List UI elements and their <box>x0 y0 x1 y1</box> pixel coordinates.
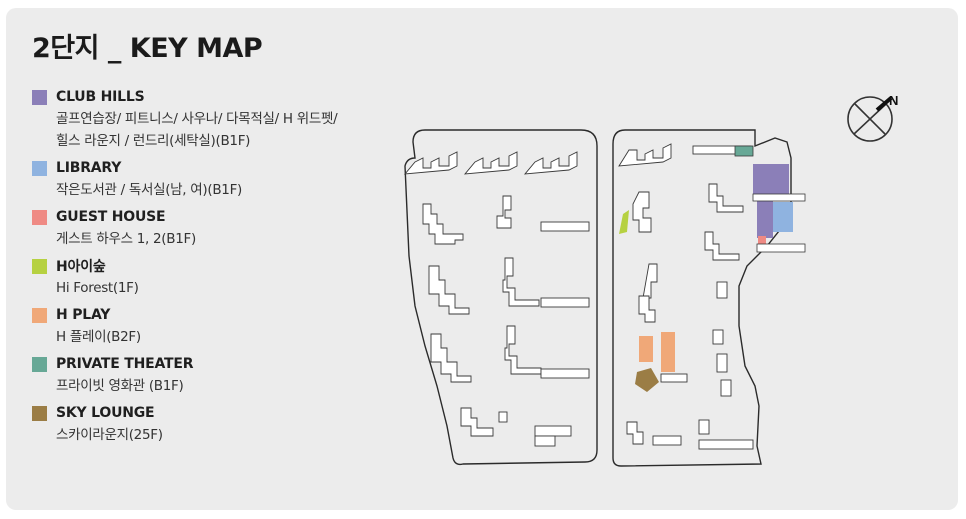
legend-desc: 힐스 라운지 / 런드리(세탁실)(B1F) <box>56 133 251 149</box>
page-title: 2단지 _ KEY MAP <box>32 33 263 64</box>
legend-name: SKY LOUNGE <box>56 405 155 421</box>
legend: CLUB HILLS 골프연습장/ 피트니스/ 사우나/ 다목적실/ H 위드펫… <box>32 86 392 451</box>
compass-label: N <box>889 93 898 108</box>
map-sky-lounge <box>635 368 659 392</box>
legend-item-private-theater: PRIVATE THEATER 프라이빗 영화관 (B1F) <box>32 353 392 397</box>
legend-swatch-club-hills <box>32 89 47 105</box>
legend-item-sky-lounge: SKY LOUNGE 스카이라운지(25F) <box>32 402 392 446</box>
map-h-forest <box>619 210 629 234</box>
legend-swatch-private-theater <box>32 356 47 372</box>
key-map-card <box>6 8 958 510</box>
north-arrow-icon: N <box>847 93 898 142</box>
map-guest-house <box>758 236 766 244</box>
site-boundary-left <box>404 129 598 466</box>
legend-desc: Hi Forest(1F) <box>56 280 139 296</box>
legend-desc: 골프연습장/ 피트니스/ 사우나/ 다목적실/ H 위드펫/ <box>56 111 338 127</box>
legend-desc: 스카이라운지(25F) <box>56 427 163 443</box>
map-club-hills <box>753 164 789 198</box>
site-map: N <box>403 93 898 467</box>
buildings-left <box>403 151 590 447</box>
legend-desc: H 플레이(B2F) <box>56 329 141 345</box>
legend-swatch-h-forest <box>32 258 47 274</box>
legend-item-guest-house: GUEST HOUSE 게스트 하우스 1, 2(B1F) <box>32 206 392 250</box>
legend-desc: 게스트 하우스 1, 2(B1F) <box>56 231 196 247</box>
legend-name: H아이숲 <box>56 259 106 275</box>
map-private-theater <box>734 145 754 157</box>
legend-name: GUEST HOUSE <box>56 209 166 225</box>
legend-swatch-library <box>32 160 47 176</box>
map-h-play-a <box>639 336 653 362</box>
map-h-play-b <box>661 332 675 372</box>
legend-swatch-sky-lounge <box>32 405 47 421</box>
buildings-right <box>618 143 806 450</box>
legend-desc: 작은도서관 / 독서실(남, 여)(B1F) <box>56 182 242 198</box>
legend-name: CLUB HILLS <box>56 89 145 105</box>
legend-desc: 프라이빗 영화관 (B1F) <box>56 378 184 394</box>
legend-name: LIBRARY <box>56 160 122 176</box>
map-library <box>773 202 793 232</box>
map-club-hills-annex <box>757 198 773 238</box>
legend-item-library: LIBRARY 작은도서관 / 독서실(남, 여)(B1F) <box>32 157 392 201</box>
legend-item-club-hills: CLUB HILLS 골프연습장/ 피트니스/ 사우나/ 다목적실/ H 위드펫… <box>32 86 392 152</box>
legend-swatch-guest-house <box>32 209 47 225</box>
legend-item-h-forest: H아이숲 Hi Forest(1F) <box>32 255 392 299</box>
legend-item-h-play: H PLAY H 플레이(B2F) <box>32 304 392 348</box>
legend-name: H PLAY <box>56 307 111 323</box>
legend-name: PRIVATE THEATER <box>56 356 194 372</box>
legend-swatch-h-play <box>32 307 47 323</box>
